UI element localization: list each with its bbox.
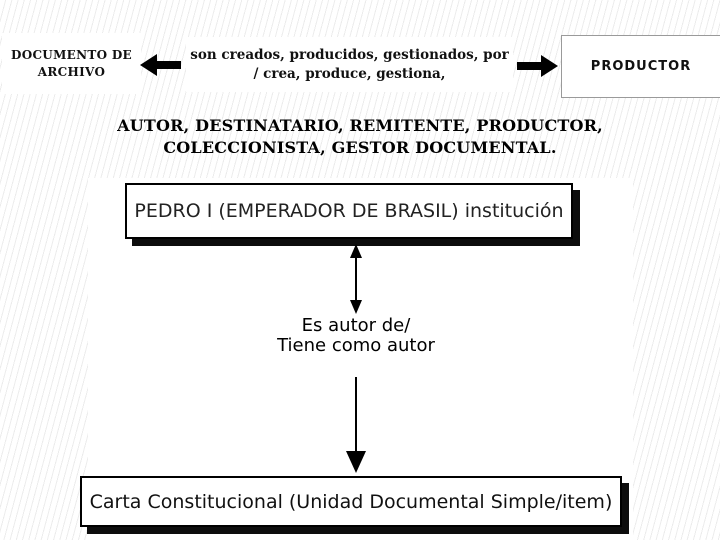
double-headed-arrow-icon (342, 243, 370, 315)
relation-label: Es autor de/ Tiene como autor (228, 316, 484, 356)
entity-node-label: PEDRO I (EMPERADOR DE BRASIL) institució… (134, 200, 564, 222)
entity-node-box: PEDRO I (EMPERADOR DE BRASIL) institució… (125, 183, 573, 239)
heading: AUTOR, DESTINATARIO, REMITENTE, PRODUCTO… (0, 115, 720, 159)
relationship-text-line2: / crea, produce, gestiona, (253, 65, 446, 82)
relationship-text-box: son creados, producidos, gestionados, po… (186, 37, 513, 92)
productor-label: PRODUCTOR (590, 59, 692, 74)
documento-box-line1: DOCUMENTO DE (11, 47, 132, 62)
productor-box: PRODUCTOR (561, 35, 720, 98)
heading-line2: COLECCIONISTA, GESTOR DOCUMENTAL. (163, 138, 557, 157)
left-arrow-icon (140, 52, 181, 78)
right-arrow-icon (517, 53, 558, 79)
documento-box-line2: ARCHIVO (37, 64, 106, 79)
relation-label-line2: Tiene como autor (277, 335, 435, 356)
document-node-label: Carta Constitucional (Unidad Documental … (89, 490, 613, 513)
relationship-text-line1: son creados, producidos, gestionados, po… (190, 46, 509, 63)
document-node-box: Carta Constitucional (Unidad Documental … (80, 476, 622, 527)
documento-de-archivo-box: DOCUMENTO DE ARCHIVO (2, 33, 141, 94)
heading-line1: AUTOR, DESTINATARIO, REMITENTE, PRODUCTO… (117, 116, 603, 135)
down-arrow-icon (343, 377, 369, 473)
relation-label-line1: Es autor de/ (301, 315, 411, 336)
